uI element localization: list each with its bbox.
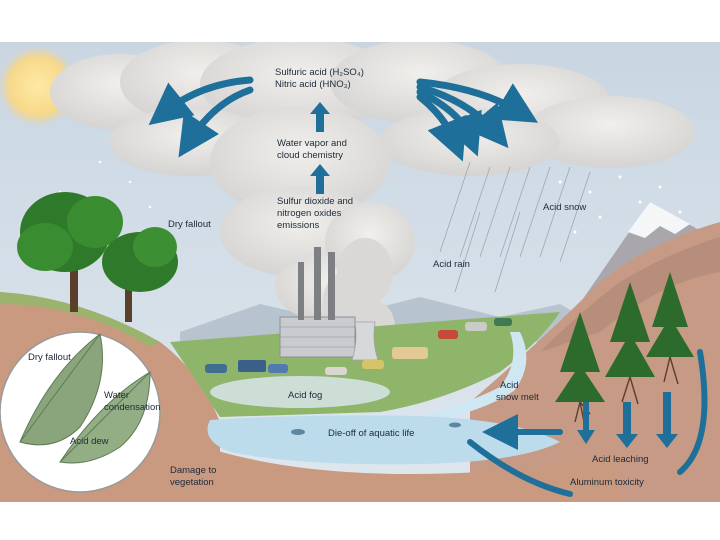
label-water-condensation-2: condensation	[104, 402, 161, 413]
fish	[291, 422, 461, 435]
rain	[439, 161, 591, 293]
return-arrow	[482, 349, 708, 475]
label-acid-dew: Acid dew	[70, 436, 109, 447]
label-aluminum-toxicity: Aluminum toxicity	[570, 477, 644, 488]
deposition-arrows-left	[148, 76, 254, 158]
left-hill-grass	[0, 292, 160, 347]
leaching-arrows	[577, 392, 678, 448]
conifer-trees	[555, 272, 694, 402]
label-water-condensation-1: Water	[104, 390, 129, 401]
acid-fog	[210, 376, 390, 408]
label-die-off: Die-off of aquatic life	[328, 428, 414, 439]
label-nitric: Nitric acid (HNO₃)	[275, 79, 351, 90]
vehicles	[205, 318, 512, 375]
label-acid-snow-melt-2: snow melt	[496, 392, 539, 403]
deposition-arrows-right	[416, 78, 539, 162]
label-damage-1: Damage to	[170, 465, 216, 476]
factory	[279, 247, 379, 361]
chemistry-arrows	[310, 102, 330, 194]
acid-rain-diagram: Sulfuric acid (H₂SO₄) Nitric acid (HNO₃)…	[0, 42, 720, 502]
deciduous-trees	[17, 192, 178, 322]
lake-shore	[190, 442, 620, 502]
label-acid-snow-melt-1: Acid	[500, 380, 518, 391]
river	[430, 332, 527, 420]
label-acid-rain: Acid rain	[433, 259, 470, 270]
label-emissions-1: Sulfur dioxide and	[277, 196, 353, 207]
label-acid-fog: Acid fog	[288, 390, 322, 401]
label-damage-2: vegetation	[170, 477, 214, 488]
label-water-vapor-2: cloud chemistry	[277, 150, 343, 161]
snow-cap	[628, 202, 690, 238]
leaf-inset	[0, 331, 161, 493]
return-arrow-bottom	[467, 439, 573, 497]
label-emissions-2: nitrogen oxides	[277, 208, 342, 219]
lake	[207, 415, 560, 465]
label-inset-dry-fallout: Dry fallout	[28, 352, 71, 363]
label-acid-leaching: Acid leaching	[592, 454, 649, 465]
label-water-vapor-1: Water vapor and	[277, 138, 347, 149]
label-dry-fallout-sky: Dry fallout	[168, 219, 211, 230]
label-acid-snow: Acid snow	[543, 202, 586, 213]
label-sulfuric: Sulfuric acid (H₂SO₄)	[275, 67, 364, 78]
label-emissions-3: emissions	[277, 220, 319, 231]
